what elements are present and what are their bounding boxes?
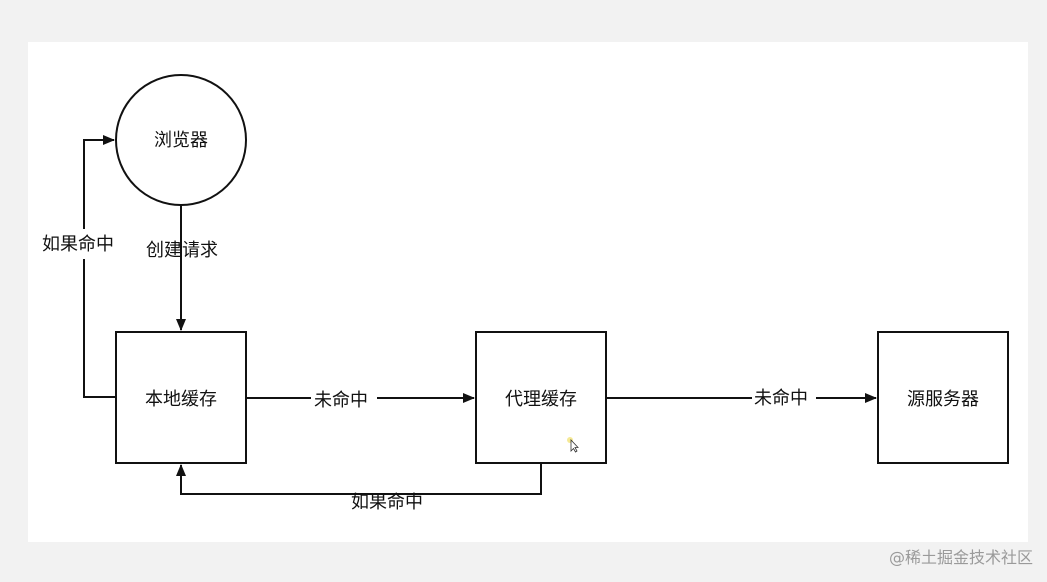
edge-local-hit: 如果命中 [38, 135, 124, 398]
edge-proxy-miss: 未命中 [606, 384, 877, 410]
watermark: @稀土掘金技术社区 [888, 548, 1033, 567]
proxy-miss-label: 未命中 [754, 388, 808, 409]
browser-label: 浏览器 [154, 130, 208, 151]
edge-local-miss: 未命中 [246, 386, 475, 412]
local-cache-node[interactable]: 本地缓存 [115, 331, 247, 464]
local-miss-label: 未命中 [314, 390, 368, 411]
mouse-cursor-icon [567, 437, 579, 453]
local-hit-label: 如果命中 [42, 234, 114, 255]
create-request-label: 创建请求 [146, 240, 218, 261]
origin-server-node[interactable]: 源服务器 [877, 331, 1009, 464]
edge-proxy-hit: 如果命中 [176, 463, 542, 513]
edge-create-request: 创建请求 [146, 205, 218, 331]
proxy-cache-label: 代理缓存 [505, 389, 577, 410]
browser-node[interactable]: 浏览器 [115, 74, 247, 206]
proxy-cache-node[interactable]: 代理缓存 [475, 331, 607, 464]
origin-server-label: 源服务器 [907, 389, 979, 410]
local-cache-label: 本地缓存 [145, 389, 217, 410]
proxy-hit-label: 如果命中 [351, 492, 423, 513]
